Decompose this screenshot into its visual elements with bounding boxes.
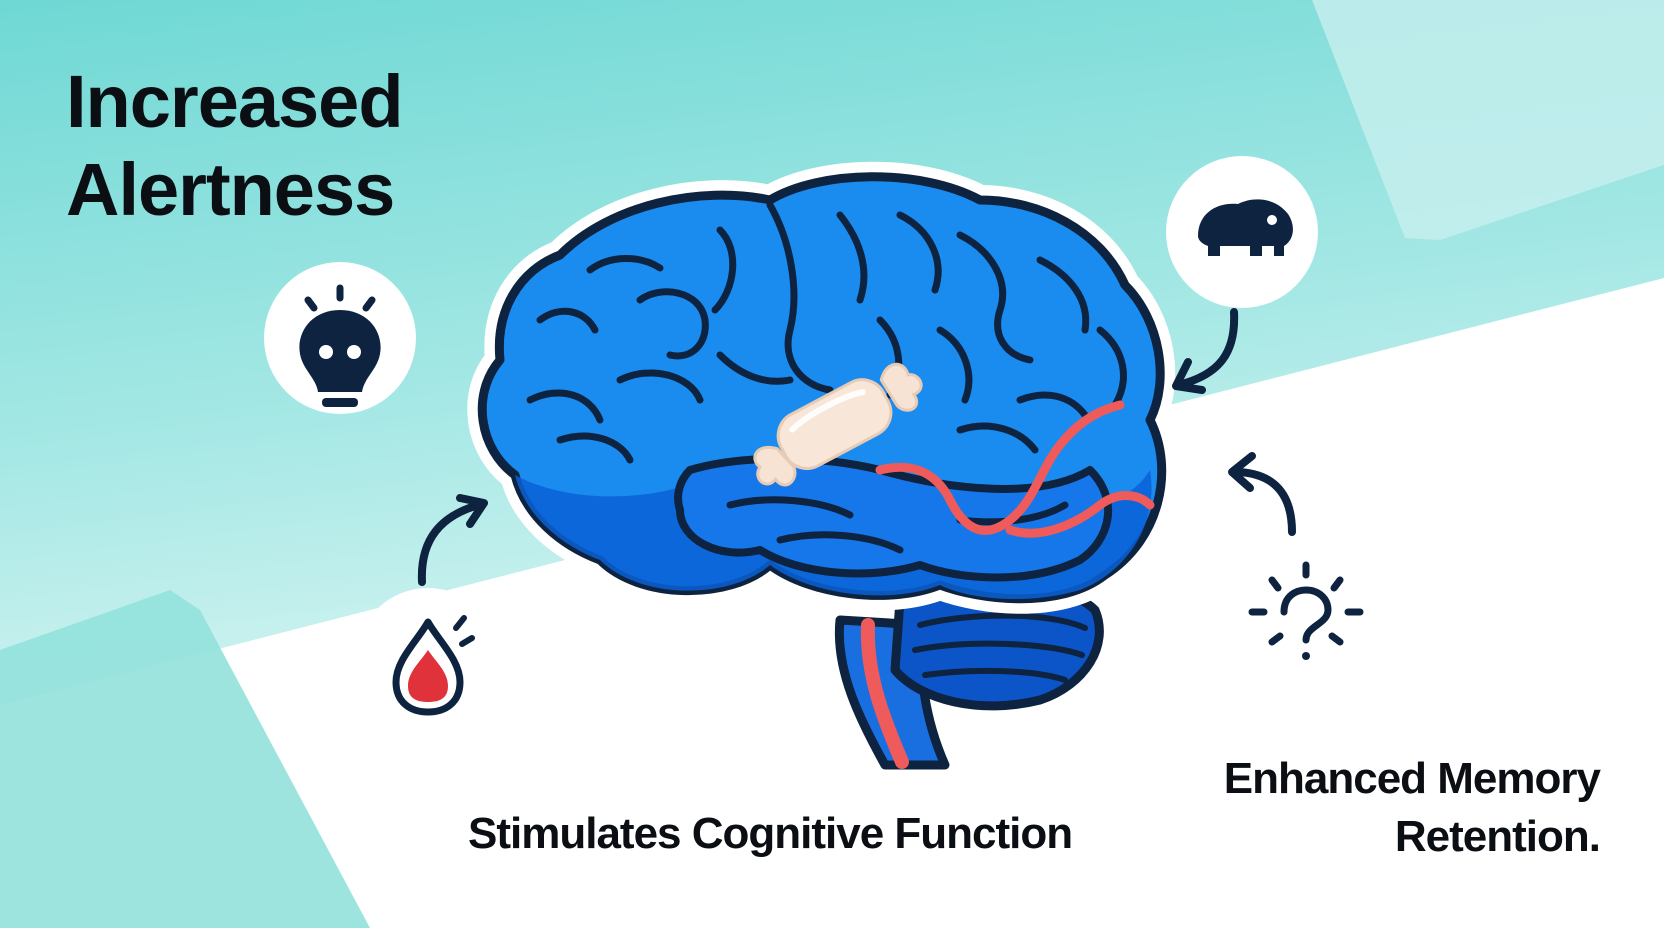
arrow-from-question — [1228, 452, 1296, 536]
title-line-2: Alertness — [66, 148, 395, 231]
elephant-icon — [1166, 156, 1318, 308]
arrow-from-elephant — [1172, 308, 1239, 394]
question-spark-icon — [1248, 561, 1364, 660]
cerebellum — [890, 579, 1104, 711]
candy-icon — [753, 362, 923, 487]
blood-drop-icon — [356, 588, 500, 732]
memory-label-line-2: Retention. — [1394, 812, 1601, 861]
light-stripe-top-right — [1312, 0, 1664, 240]
memory-label: Enhanced Memory Retention. — [1223, 750, 1601, 866]
arrow-from-drop — [417, 494, 488, 586]
brain-illustration — [467, 161, 1177, 614]
stimulates-label: Stimulates Cognitive Function — [468, 809, 1073, 858]
teal-panel-bottom-left — [0, 590, 370, 928]
title-line-1: Increased — [66, 60, 404, 143]
lightbulb-icon — [264, 262, 416, 414]
memory-label-line-1: Enhanced Memory — [1223, 754, 1601, 803]
page-title: Increased Alertness — [66, 58, 496, 234]
